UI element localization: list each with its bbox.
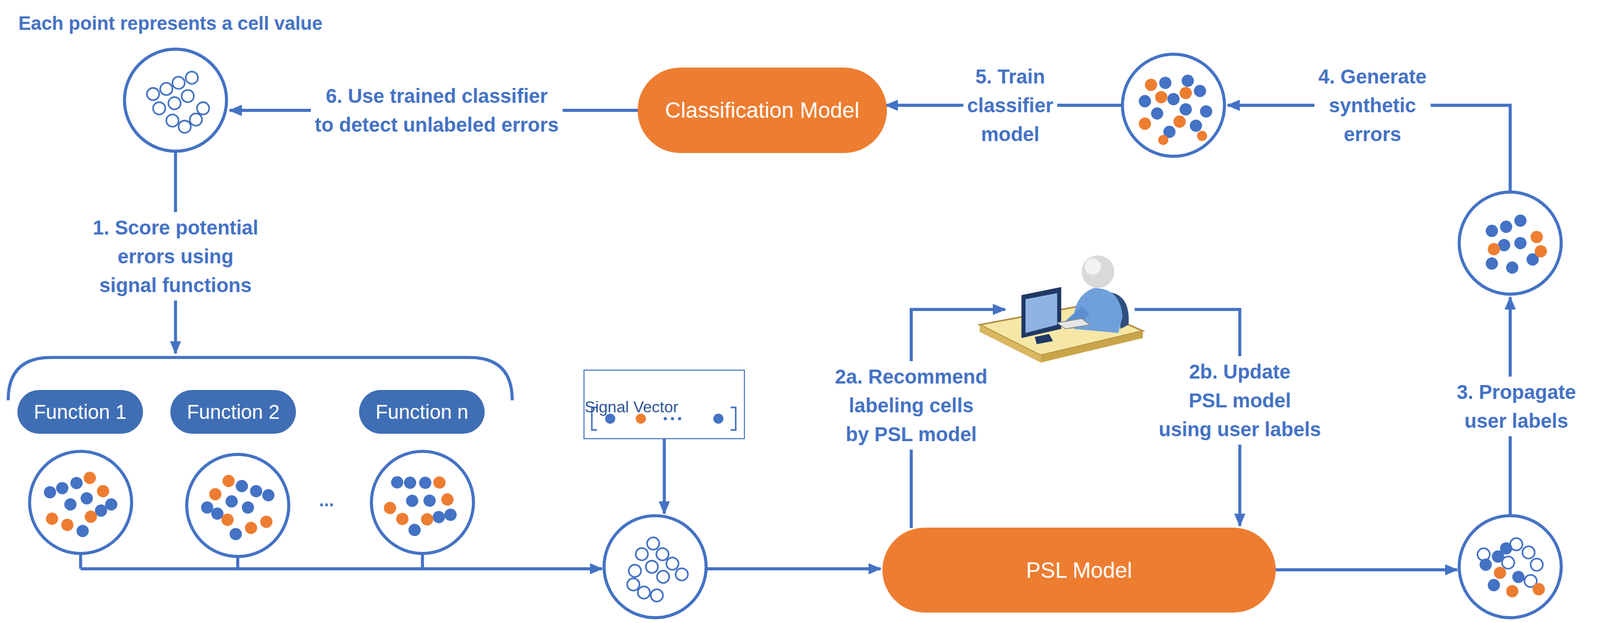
cell-circles: [29, 49, 1562, 618]
step-label: 5. Train classifier model: [963, 61, 1058, 150]
function-box: Function 2: [170, 389, 296, 434]
signal-vector-box: Signal Vector: [583, 369, 745, 439]
step-label: 2a. Recommend labeling cells by PSL mode…: [831, 361, 992, 450]
psl-model-pill: PSL Model: [882, 527, 1276, 613]
step-label: 1. Score potential errors using signal f…: [88, 212, 263, 301]
step-label: 4. Generate synthetic errors: [1314, 61, 1431, 150]
node-label: Classification Model: [664, 97, 860, 123]
node-label: Function 1: [33, 400, 127, 424]
figure-note: Each point represents a cell value: [18, 9, 323, 38]
node-label: Function n: [375, 400, 469, 424]
function-box: Function n: [359, 389, 485, 434]
node-label: Signal Vector: [584, 397, 679, 417]
classifier-model-pill: Classification Model: [637, 67, 887, 154]
step-label: 2b. Update PSL model using user labels: [1154, 356, 1325, 445]
step-label: 6. Use trained classifier to detect unla…: [310, 80, 563, 141]
node-label: PSL Model: [1025, 557, 1133, 583]
ellipsis-mark: ...: [319, 487, 335, 513]
arrow-lines: [7, 105, 1511, 570]
user-illustration: [979, 255, 1144, 363]
node-label: Function 2: [186, 400, 280, 424]
function-box: Function 1: [17, 389, 144, 434]
step-label: 3. Propagate user labels: [1452, 376, 1580, 437]
